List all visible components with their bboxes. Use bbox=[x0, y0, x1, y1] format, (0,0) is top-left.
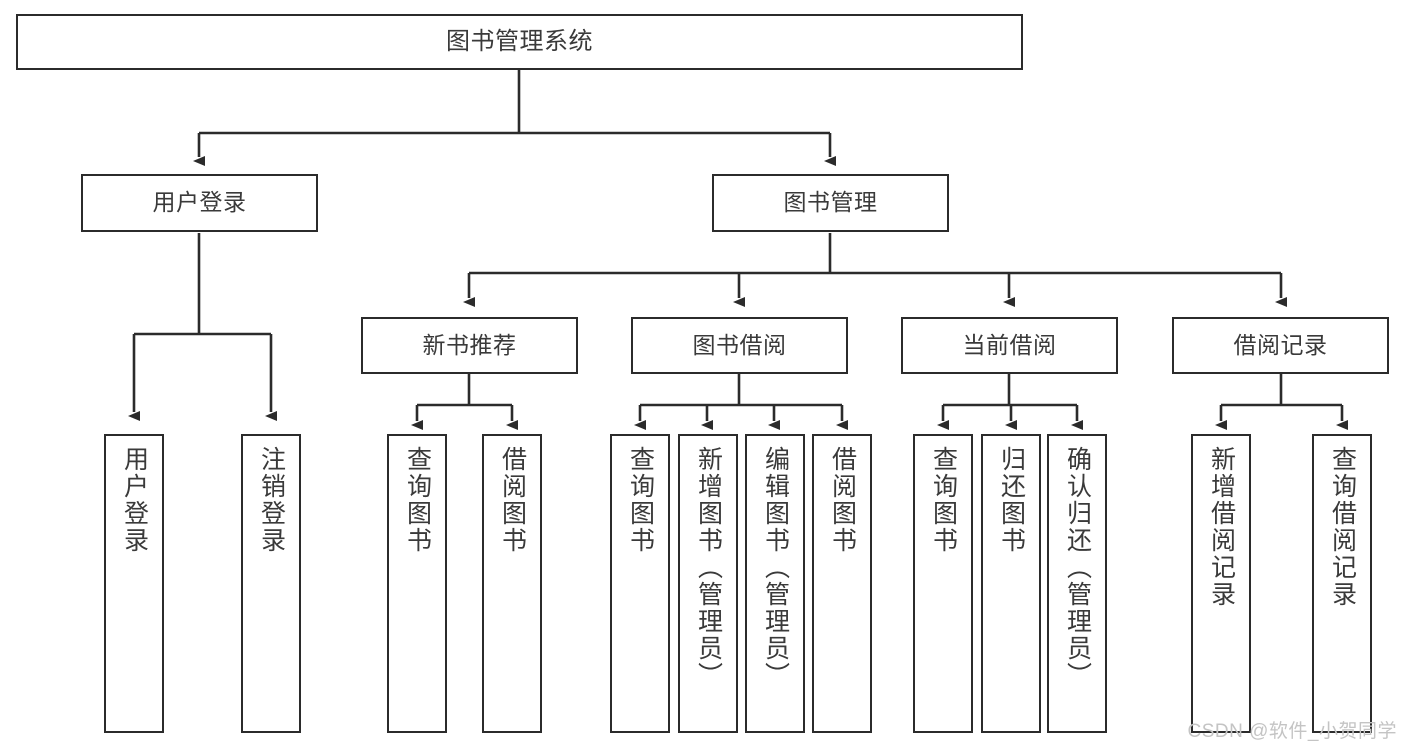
node-leaf-return-books[interactable]: 归还图书 bbox=[981, 434, 1041, 733]
node-label: 图书借阅 bbox=[692, 331, 787, 358]
node-borrowing-record[interactable]: 借阅记录 bbox=[1172, 317, 1389, 374]
node-leaf-add-book-admin[interactable]: 新增图书（管理员） bbox=[678, 434, 738, 733]
node-label: 借阅图书 bbox=[498, 446, 527, 554]
node-leaf-add-borrow-record[interactable]: 新增借阅记录 bbox=[1191, 434, 1251, 733]
node-leaf-borrow-books[interactable]: 借阅图书 bbox=[812, 434, 872, 733]
node-label: 新增图书（管理员） bbox=[694, 446, 723, 689]
node-label: 图书管理系统 bbox=[446, 27, 593, 55]
node-root-book-management-system[interactable]: 图书管理系统 bbox=[16, 14, 1023, 70]
node-leaf-query-books-current[interactable]: 查询图书 bbox=[913, 434, 973, 733]
node-leaf-query-books-borrow[interactable]: 查询图书 bbox=[610, 434, 670, 733]
node-leaf-user-login[interactable]: 用户登录 bbox=[104, 434, 164, 733]
node-leaf-query-books-recommend[interactable]: 查询图书 bbox=[387, 434, 447, 733]
node-label: 借阅记录 bbox=[1233, 331, 1328, 358]
node-leaf-confirm-return-admin[interactable]: 确认归还（管理员） bbox=[1047, 434, 1107, 733]
watermark-text: CSDN @软件_小贺同学 bbox=[1187, 721, 1397, 742]
node-label: 编辑图书（管理员） bbox=[761, 446, 790, 689]
node-label: 用户登录 bbox=[120, 446, 149, 554]
node-leaf-borrow-books-recommend[interactable]: 借阅图书 bbox=[482, 434, 542, 733]
node-label: 注销登录 bbox=[257, 446, 286, 554]
node-leaf-edit-book-admin[interactable]: 编辑图书（管理员） bbox=[745, 434, 805, 733]
node-label: 借阅图书 bbox=[828, 446, 857, 554]
node-label: 用户登录 bbox=[152, 189, 247, 216]
node-label: 查询图书 bbox=[929, 446, 958, 554]
node-label: 查询借阅记录 bbox=[1328, 446, 1357, 608]
node-leaf-query-borrow-record[interactable]: 查询借阅记录 bbox=[1312, 434, 1372, 733]
node-new-book-recommendation[interactable]: 新书推荐 bbox=[361, 317, 578, 374]
node-label: 图书管理 bbox=[783, 189, 878, 216]
node-label: 确认归还（管理员） bbox=[1063, 446, 1092, 689]
node-book-borrowing[interactable]: 图书借阅 bbox=[631, 317, 848, 374]
node-label: 查询图书 bbox=[626, 446, 655, 554]
node-label: 新增借阅记录 bbox=[1207, 446, 1236, 608]
node-label: 归还图书 bbox=[997, 446, 1026, 554]
node-label: 查询图书 bbox=[403, 446, 432, 554]
node-user-login[interactable]: 用户登录 bbox=[81, 174, 318, 232]
node-current-borrowing[interactable]: 当前借阅 bbox=[901, 317, 1118, 374]
node-book-management[interactable]: 图书管理 bbox=[712, 174, 949, 232]
node-leaf-logout[interactable]: 注销登录 bbox=[241, 434, 301, 733]
node-label: 新书推荐 bbox=[422, 331, 517, 358]
node-label: 当前借阅 bbox=[962, 331, 1057, 358]
